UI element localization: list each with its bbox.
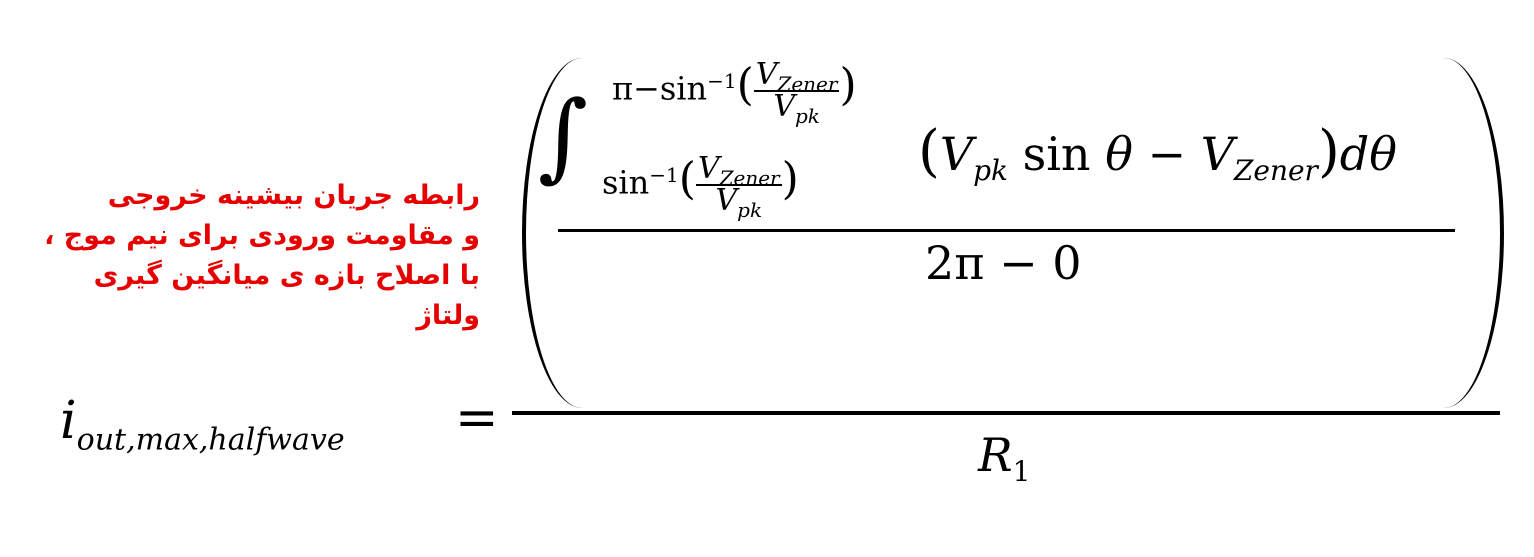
upper-den-v: V — [773, 89, 795, 124]
lower-num-sub: Zener — [719, 166, 780, 190]
right-parenthesis — [1440, 58, 1504, 408]
inner-fraction-bar — [558, 229, 1455, 232]
lhs-subscript: out,max,halfwave — [76, 422, 345, 458]
integral-sign: ∫ — [538, 80, 589, 192]
resistor-variable: R — [978, 428, 1013, 482]
lhs-variable: i — [60, 391, 77, 451]
left-parenthesis — [522, 58, 586, 408]
lower-num-v: V — [697, 151, 720, 186]
integrand-close-paren: ) — [1317, 119, 1340, 184]
upper-den-sub: pk — [794, 104, 820, 128]
resistor-subscript: 1 — [1012, 455, 1031, 489]
upper-limit-exponent: −1 — [707, 68, 737, 93]
differential-d: d — [1339, 127, 1370, 181]
lower-limit-prefix: sin — [602, 163, 650, 202]
lower-den-v: V — [715, 183, 738, 218]
annotation-line-1: رابطه جریان بیشینه خروجی — [107, 180, 480, 211]
upper-limit-prefix: π−sin — [612, 69, 708, 108]
sin-function: sin — [1007, 127, 1106, 181]
main-fraction-bar — [512, 411, 1500, 415]
lower-den-sub: pk — [737, 198, 763, 222]
lower-limit-exponent: −1 — [649, 162, 679, 187]
minus-sign: − — [1132, 127, 1201, 181]
outer-denominator: R1 — [978, 432, 1030, 486]
upper-num-sub: Zener — [777, 72, 838, 96]
differential-theta: θ — [1369, 127, 1397, 181]
vpk-variable: V — [939, 127, 974, 181]
integrand-open-paren: ( — [918, 119, 940, 184]
integrand: (Vpk sin θ − VZener)dθ — [918, 124, 1397, 185]
theta: θ — [1105, 127, 1133, 181]
vzener-variable: V — [1200, 127, 1234, 181]
vpk-subscript: pk — [973, 154, 1008, 188]
annotation-line-2: و مقاومت ورودی برای نیم موج ، — [44, 220, 480, 251]
equals-sign: = — [455, 388, 499, 448]
upper-num-v: V — [755, 57, 778, 92]
lhs: iout,max,halfwave — [60, 395, 345, 455]
vzener-subscript: Zener — [1233, 154, 1318, 188]
inner-denominator: 2π − 0 — [925, 236, 1082, 290]
annotation-text: رابطه جریان بیشینه خروجی و مقاومت ورودی … — [30, 176, 480, 336]
annotation-line-3: با اصلاح بازه ی میانگین گیری ولتاژ — [93, 260, 480, 331]
